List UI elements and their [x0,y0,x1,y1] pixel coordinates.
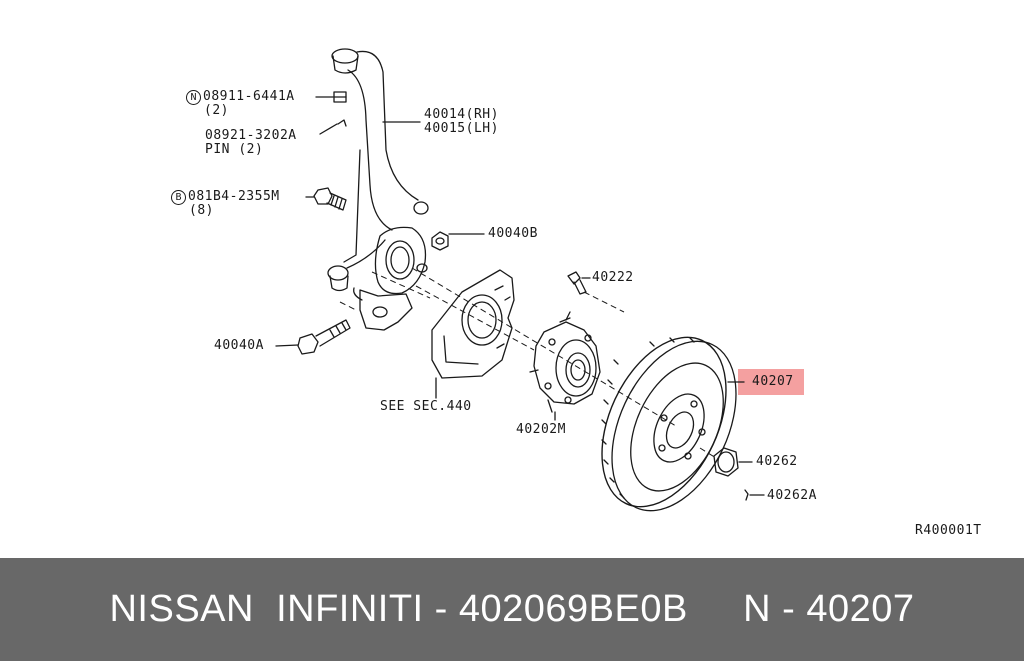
grease-cap [713,447,739,477]
label-see-sec: SEE SEC.440 [380,399,472,414]
steering-knuckle [327,48,429,331]
nut-40040b [431,231,449,251]
diagram-drawing [275,48,765,512]
label-bolt-qty: (8) [189,203,214,218]
pin-part [337,119,347,127]
knuckle-bolt [313,187,347,211]
nut-part [333,91,347,103]
hub-bolt [567,271,587,295]
bolt-code-text: 081B4-2355M [188,189,280,204]
label-ref-code: R400001T [915,523,982,538]
label-40262a: 40262A [767,488,817,503]
highlight-40207 [738,369,804,395]
nut-code-text: 08911-6441A [203,89,295,104]
label-knuckle-rh: 40014(RH) [424,107,499,122]
label-40040a: 40040A [214,338,264,353]
pin-name-text: PIN [205,142,230,157]
label-nut-qty: (2) [204,103,229,118]
label-40207: 40207 [752,374,794,389]
hub-bearing [529,311,601,413]
label-40040b: 40040B [488,226,538,241]
label-pin-code: 08921-3202A [205,128,297,143]
label-40262: 40262 [756,454,798,469]
dust-shield [431,269,515,379]
badge-b: B [171,190,186,205]
badge-n: N [186,90,201,105]
footer-bar: NISSAN INFINITI - 402069BE0B N - 40207 [0,558,1024,661]
label-pin-name: PIN (2) [205,143,263,157]
label-40202m: 40202M [516,422,566,437]
brake-disc [601,336,737,512]
label-40222: 40222 [592,270,634,285]
pin-qty-text: (2) [238,142,264,157]
footer-part-number: NISSAN INFINITI - 402069BE0B N - 40207 [109,588,915,630]
label-knuckle-lh: 40015(LH) [424,121,499,136]
cotter-part [744,489,749,501]
bolt-40040a [297,319,351,355]
